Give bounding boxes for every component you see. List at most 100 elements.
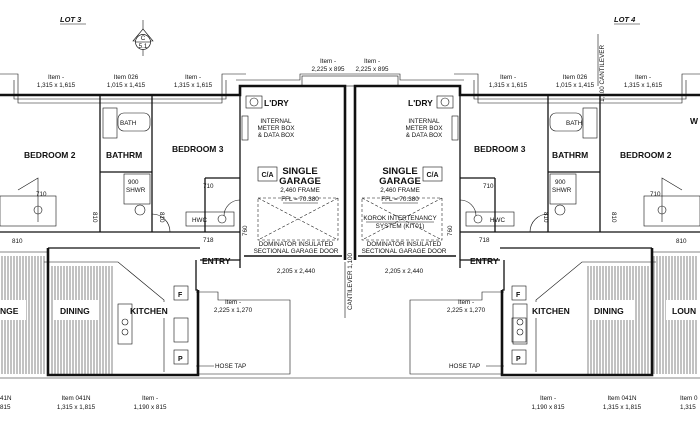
meter-line: METER BOX [257, 125, 295, 132]
dim-label: 760 [242, 225, 249, 236]
shower-label-right: SHWR [552, 187, 572, 194]
window-item-label: Item 041N [61, 395, 91, 402]
bath-label-right: BATH [566, 120, 583, 127]
dim-label: 810 [676, 238, 687, 245]
hose-tap-label: HOSE TAP [449, 363, 480, 370]
bedroom2-label-left: BEDROOM 2 [24, 150, 76, 160]
dim-label: 810 [542, 212, 549, 223]
entry-label-right: ENTRY [470, 256, 499, 266]
hwc-left: HWC [185, 211, 235, 227]
laundry-label-right: L'DRY [408, 98, 433, 108]
garage-left-labels: C/A SINGLE GARAGE 2,460 FRAME FFL = 70.3… [257, 166, 321, 204]
garage-ffl: FFL = 70.380 [281, 196, 319, 203]
garage-door-size: 2,205 x 2,440 [385, 268, 424, 275]
lounge-label-left: NGE [0, 306, 19, 316]
laundry-label-left: L'DRY [264, 98, 289, 108]
hwc-label-left: HWC [192, 217, 207, 224]
window-size-label: 1,015 x 1,415 [556, 82, 595, 89]
window-item-label: Item 026 [563, 74, 588, 81]
korok-label: SYSTEM (KIT01) [376, 223, 425, 230]
garage-ffl: FFL = 70.380 [381, 196, 419, 203]
garage-frame: 2,460 FRAME [380, 187, 420, 194]
dim-label: 810 [158, 212, 165, 223]
kitchen-label-bg-right [530, 302, 570, 318]
shower-size-right: 900 [555, 179, 566, 186]
kitchen-label-left: KITCHEN [130, 306, 168, 316]
door-swings [0, 177, 700, 233]
window-size-label: 1,190 x 815 [532, 404, 565, 411]
garage-door-label: DOMINATOR INSULATED [259, 241, 334, 248]
ca-label: C/A [426, 172, 438, 179]
window-size-label: 1,315 x 1,615 [489, 82, 528, 89]
section-marker-number: 5.1 [139, 43, 148, 50]
lounge-label-bg-left [0, 300, 26, 320]
lounge-label-right: LOUN [672, 306, 696, 316]
section-marker-letter: C [141, 35, 146, 42]
dim-label: 810 [91, 212, 98, 223]
dim-label: 710 [483, 183, 494, 190]
garage-door-right: DOMINATOR INSULATED SECTIONAL GARAGE DOO… [358, 241, 456, 275]
dim-label: 710 [36, 191, 47, 198]
hwc-right: HWC [465, 211, 515, 227]
section-marker: C 5.1 [132, 20, 154, 56]
pantry-label: P [178, 356, 183, 363]
walls [0, 84, 700, 377]
window-item-label: Item - [225, 299, 241, 306]
dimension-labels: 710 710 810 810 810 760 718 710 710 810 … [12, 183, 687, 245]
roof-outline-lower [0, 251, 700, 379]
pantry-label: P [516, 356, 521, 363]
cantilever-top-label: 1,100 CANTILEVER [599, 45, 606, 102]
window-size-label: 1,315 x 1,815 [57, 404, 96, 411]
meter-line: & DATA BOX [258, 132, 295, 139]
bedroom3-label-left: BEDROOM 3 [172, 144, 224, 154]
meter-box-left: INTERNAL METER BOX & DATA BOX [241, 115, 295, 141]
lot-3-label: LOT 3 [60, 15, 82, 24]
kitchen-label-bg-left [128, 302, 168, 318]
toilet-right [554, 204, 566, 216]
window-item-label: Item - [185, 74, 201, 81]
window-size-label: 1,315 x 1,615 [37, 82, 76, 89]
dim-label: 810 [12, 238, 23, 245]
window-size-label: 1,315 [680, 404, 696, 411]
bath-label-left: BATH [120, 120, 137, 127]
fridge-label: F [516, 292, 521, 299]
meter-line: & DATA BOX [406, 132, 443, 139]
bathroom-label-right: BATHRM [552, 150, 588, 160]
window-item-label: Item - [500, 74, 516, 81]
bath-tub-left [117, 112, 151, 132]
cantilever-mid-label: CANTILEVER 1,100 [347, 252, 354, 310]
bath-tub-right [549, 112, 583, 132]
vanity-right [582, 107, 598, 139]
window-item-label: 41N [0, 395, 12, 402]
bedroom3-label-right: BEDROOM 3 [474, 144, 526, 154]
roof-outline-top [0, 73, 700, 104]
window-size-label: 1,015 x 1,415 [107, 82, 146, 89]
garage-title: SINGLE [382, 166, 417, 177]
window-size-label: 2,225 x 1,270 [447, 307, 486, 314]
kitchen-fixtures-left: F P [117, 285, 189, 365]
bedroom2-label-right: BEDROOM 2 [620, 150, 672, 160]
window-item-label: Item - [364, 58, 380, 65]
lounge-label-bg-right [666, 300, 700, 320]
dining-label-bg-left [54, 300, 98, 320]
garage-door-label: SECTIONAL GARAGE DOOR [362, 248, 447, 255]
dim-label: 810 [610, 212, 617, 223]
kitchen-fixtures-right: F P [511, 285, 528, 365]
meter-box-right: INTERNAL METER BOX & DATA BOX [405, 115, 459, 141]
bathroom-label-left: BATHRM [106, 150, 142, 160]
kitchen-label-right: KITCHEN [532, 306, 570, 316]
window-labels-top: Item - 1,315 x 1,615 Item 026 1,015 x 1,… [37, 58, 663, 89]
lot-4-label: LOT 4 [614, 15, 636, 24]
dim-label: 710 [650, 191, 661, 198]
window-item-label: Item - [48, 74, 64, 81]
window-size-label: 1,315 x 1,615 [174, 82, 213, 89]
window-size-label: 1,315 x 1,815 [603, 404, 642, 411]
garage-title: GARAGE [379, 176, 421, 187]
shower-right [549, 173, 577, 205]
meter-line: INTERNAL [260, 118, 292, 125]
korok-label: KOROK INTERTENANCY [363, 215, 437, 222]
garage-right-labels: C/A SINGLE GARAGE 2,460 FRAME FFL = 70.3… [363, 166, 443, 230]
dim-label: 718 [479, 237, 490, 244]
garage-door-label: DOMINATOR INSULATED [367, 241, 442, 248]
vanity-left [102, 107, 118, 139]
